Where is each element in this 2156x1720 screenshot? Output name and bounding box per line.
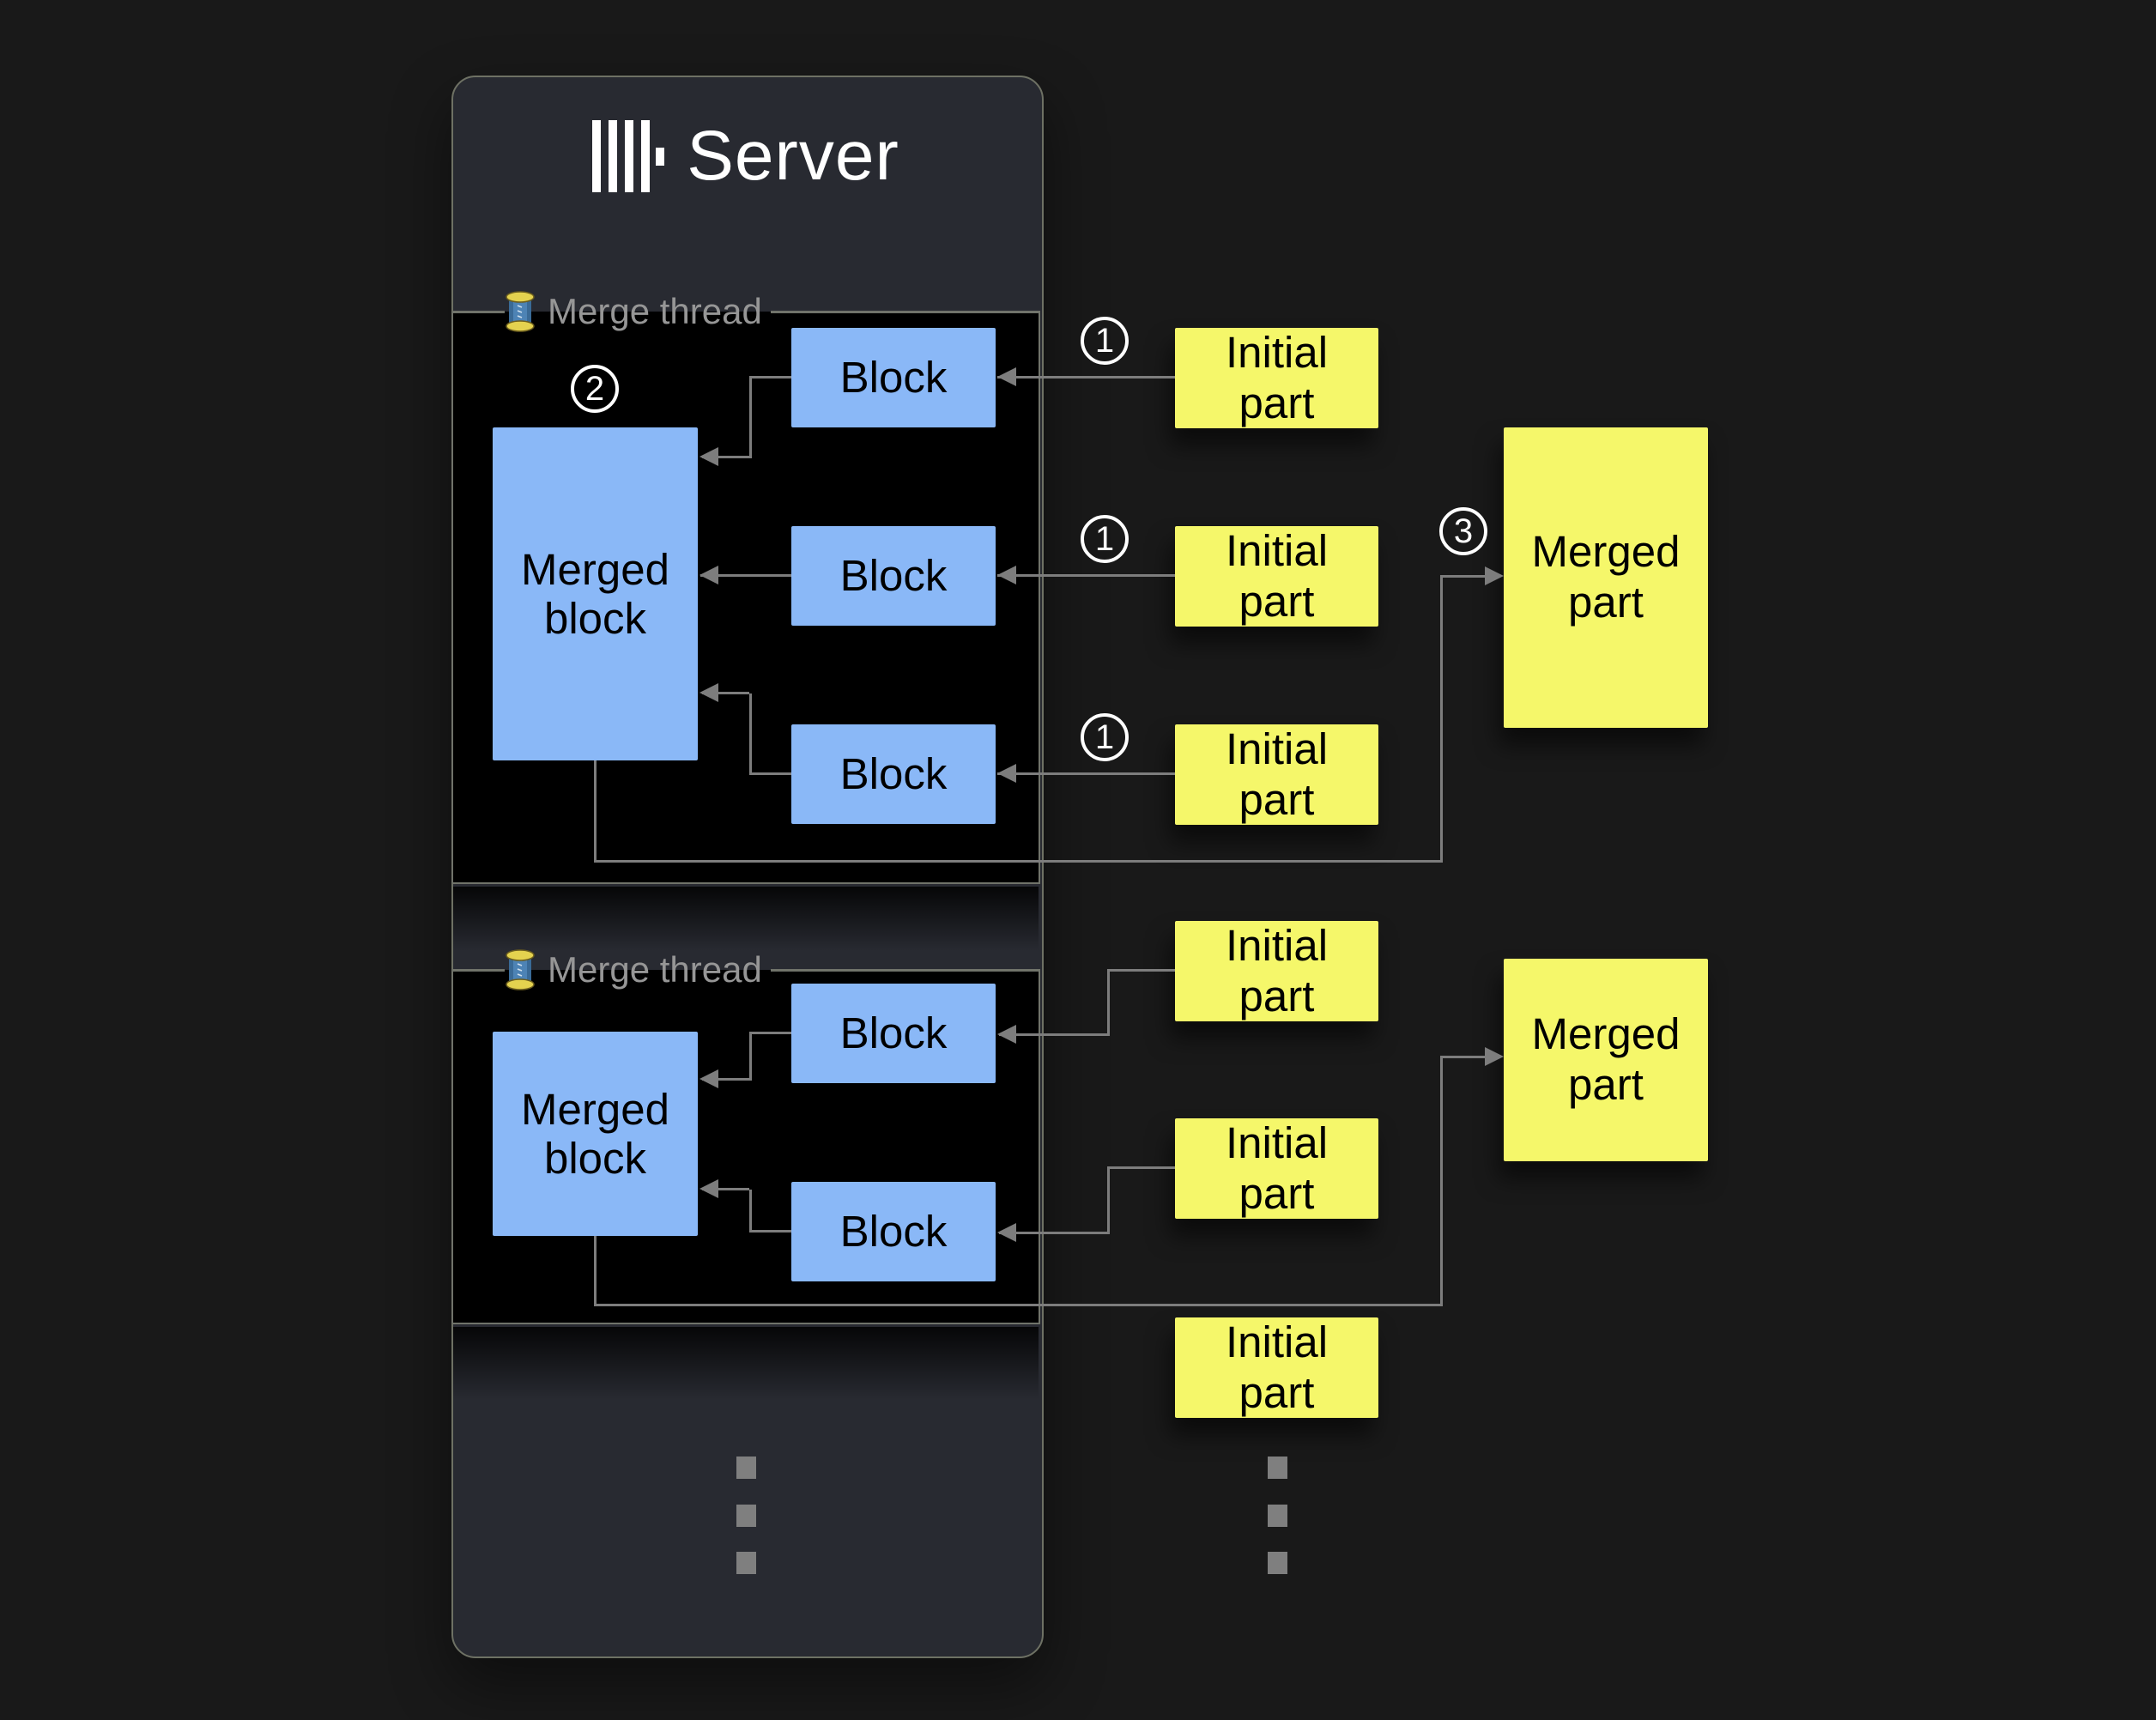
- ellipsis-dot: [736, 1457, 756, 1479]
- connector-initial5-block5-c: [999, 1232, 1107, 1234]
- connector-initial4-block4-c: [999, 1033, 1107, 1036]
- section2-border-left-segment: [451, 969, 505, 972]
- merge-thread-label-2: Merge thread: [505, 948, 762, 991]
- connector-initial5-block5-b: [1107, 1166, 1110, 1234]
- section1-border-right-segment: [771, 311, 1040, 313]
- arrowhead-into-mergedblock2-high: [699, 1179, 718, 1198]
- connector-initial1-block1: [997, 376, 1175, 379]
- arrowhead-into-block5: [997, 1223, 1016, 1242]
- arrowhead-into-mergedblock1-top: [699, 447, 718, 466]
- arrowhead-into-block3: [997, 764, 1016, 783]
- connector-mergedblock2-mergedpart2-a: [594, 1236, 597, 1306]
- ellipsis-dot: [1268, 1457, 1287, 1479]
- connector-block3-mergedblock1-a: [749, 772, 791, 775]
- server-title: Server: [687, 117, 899, 195]
- arrowhead-into-mergedblock1-bottom: [699, 683, 718, 702]
- arrowhead-into-mergedblock1-mid: [699, 566, 718, 584]
- connector-mergedblock1-mergedpart1-d: [1440, 575, 1485, 578]
- merged-part-2: Merged part: [1504, 959, 1708, 1161]
- arrowhead-into-block2: [997, 566, 1016, 584]
- initial-part-2: Initial part: [1175, 526, 1378, 627]
- connector-block5-mergedblock2-a: [749, 1230, 791, 1232]
- arrowhead-into-block4: [997, 1025, 1016, 1044]
- connector-initial4-block4-a: [1107, 969, 1175, 972]
- merge-thread-label-1: Merge thread: [505, 290, 762, 333]
- block-4: Block: [791, 984, 996, 1083]
- merge-thread-label-text: Merge thread: [548, 949, 762, 990]
- merged-block-1: Merged block: [493, 427, 698, 760]
- connector-block4-mergedblock2-c: [702, 1078, 749, 1081]
- block-1: Block: [791, 328, 996, 427]
- arrowhead-into-mergedpart1: [1485, 566, 1504, 585]
- step-badge-2: 2: [571, 365, 619, 413]
- thread-spool-icon: [506, 949, 535, 990]
- connector-block4-mergedblock2-b: [749, 1032, 752, 1081]
- connector-mergedblock1-mergedpart1-b: [594, 860, 1442, 863]
- arrowhead-into-mergedblock2-low: [699, 1069, 718, 1088]
- connector-block5-mergedblock2-c: [702, 1188, 749, 1190]
- initial-part-5: Initial part: [1175, 1118, 1378, 1219]
- ellipsis-dot: [736, 1505, 756, 1527]
- connector-mergedblock2-mergedpart2-b: [594, 1304, 1442, 1306]
- step-badge-1c: 1: [1081, 713, 1129, 761]
- connector-initial2-block2: [997, 574, 1175, 577]
- arrowhead-into-mergedpart2: [1485, 1047, 1504, 1066]
- connector-block5-mergedblock2-b: [749, 1190, 752, 1232]
- connector-mergedblock1-mergedpart1-c: [1440, 576, 1443, 863]
- ellipsis-dot: [1268, 1505, 1287, 1527]
- connector-mergedblock1-mergedpart1-a: [594, 760, 597, 862]
- connector-block1-mergedblock1-b: [749, 376, 752, 458]
- step-badge-1a: 1: [1081, 317, 1129, 365]
- connector-initial4-block4-b: [1107, 969, 1110, 1036]
- block-5: Block: [791, 1182, 996, 1281]
- connector-block1-mergedblock1-c: [702, 456, 749, 458]
- connector-block1-mergedblock1-a: [749, 376, 791, 379]
- clickhouse-logo-icon: [592, 120, 665, 192]
- block-2: Block: [791, 526, 996, 626]
- section2-border-right-segment: [771, 969, 1040, 972]
- initial-part-1: Initial part: [1175, 328, 1378, 428]
- connector-initial5-block5-a: [1107, 1166, 1175, 1169]
- merged-part-1: Merged part: [1504, 427, 1708, 728]
- connector-mergedblock2-mergedpart2-d: [1440, 1056, 1485, 1058]
- step-badge-1b: 1: [1081, 515, 1129, 563]
- section2-shadow-gradient: [453, 1327, 1039, 1400]
- merged-block-2: Merged block: [493, 1032, 698, 1236]
- initial-part-6: Initial part: [1175, 1317, 1378, 1418]
- thread-spool-icon: [506, 291, 535, 332]
- ellipsis-dot: [1268, 1552, 1287, 1574]
- connector-block4-mergedblock2-a: [749, 1032, 791, 1034]
- section1-shadow-gradient: [453, 887, 1039, 951]
- arrowhead-into-block1: [997, 367, 1016, 386]
- connector-mergedblock2-mergedpart2-c: [1440, 1057, 1443, 1306]
- connector-initial3-block3: [997, 772, 1175, 775]
- section1-border-left-segment: [451, 311, 505, 313]
- initial-part-3: Initial part: [1175, 724, 1378, 825]
- connector-block3-mergedblock1-c: [702, 692, 749, 694]
- connector-block3-mergedblock1-b: [749, 693, 752, 775]
- step-badge-3: 3: [1439, 507, 1487, 555]
- connector-block2-mergedblock1: [700, 574, 791, 577]
- server-header: Server: [451, 105, 1040, 208]
- merge-thread-label-text: Merge thread: [548, 291, 762, 331]
- ellipsis-dot: [736, 1552, 756, 1574]
- block-3: Block: [791, 724, 996, 824]
- initial-part-4: Initial part: [1175, 921, 1378, 1021]
